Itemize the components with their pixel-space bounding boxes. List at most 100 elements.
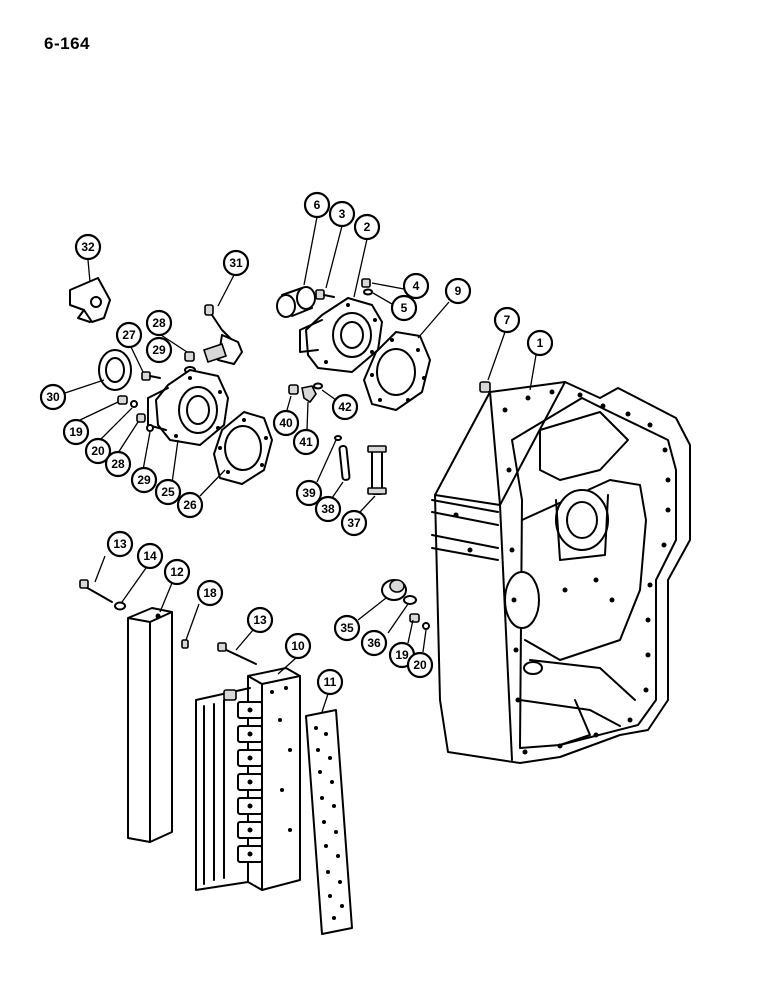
bracket-32 bbox=[69, 277, 111, 323]
plug-28 bbox=[184, 351, 195, 362]
callout-35: 35 bbox=[333, 614, 361, 642]
housing-2 bbox=[299, 297, 383, 373]
bolt-27 bbox=[141, 371, 161, 381]
callout-label-28: 28 bbox=[152, 316, 166, 330]
callout-label-10: 10 bbox=[291, 639, 305, 653]
callout-5: 5 bbox=[390, 294, 418, 322]
elbow-41 bbox=[301, 385, 317, 404]
callout-29b: 29 bbox=[130, 466, 158, 494]
callout-label-38: 38 bbox=[321, 502, 335, 516]
callout-13b: 13 bbox=[246, 606, 274, 634]
callout-26: 26 bbox=[176, 491, 204, 519]
plug-28b bbox=[136, 413, 146, 423]
plug-7 bbox=[479, 381, 491, 393]
callout-29: 29 bbox=[145, 336, 173, 364]
callout-label-19b: 19 bbox=[395, 648, 409, 662]
callout-14: 14 bbox=[136, 542, 164, 570]
pin-39 bbox=[334, 435, 342, 441]
gasket-26 bbox=[213, 411, 273, 485]
callout-36: 36 bbox=[360, 629, 388, 657]
bolt-13a bbox=[79, 579, 113, 603]
callout-39: 39 bbox=[295, 479, 323, 507]
callout-11: 11 bbox=[316, 668, 344, 696]
callout-label-35: 35 bbox=[340, 621, 354, 635]
callout-28: 28 bbox=[145, 309, 173, 337]
callout-label-20b: 20 bbox=[413, 658, 427, 672]
link-38 bbox=[338, 444, 351, 481]
fitting-19 bbox=[117, 395, 128, 405]
callout-label-30: 30 bbox=[46, 390, 60, 404]
callout-12: 12 bbox=[163, 558, 191, 586]
callout-label-6: 6 bbox=[314, 198, 321, 212]
callout-label-19: 19 bbox=[69, 425, 83, 439]
callout-label-31: 31 bbox=[229, 256, 243, 270]
callout-7: 7 bbox=[493, 306, 521, 334]
cap-35 bbox=[381, 579, 407, 601]
callout-label-39: 39 bbox=[302, 486, 316, 500]
callout-label-18: 18 bbox=[203, 586, 217, 600]
washer-20b bbox=[422, 622, 430, 630]
callout-10: 10 bbox=[284, 632, 312, 660]
callout-20: 20 bbox=[84, 437, 112, 465]
callout-label-20: 20 bbox=[91, 444, 105, 458]
callouts: 32 31 6 3 2 4 5 9 7 1 27 28 29 30 19 20 … bbox=[39, 191, 554, 696]
bolt-13b bbox=[217, 642, 257, 665]
callout-label-36: 36 bbox=[367, 636, 381, 650]
callout-label-11: 11 bbox=[324, 675, 337, 689]
callout-9: 9 bbox=[444, 277, 472, 305]
callout-label-28b: 28 bbox=[111, 457, 125, 471]
fitting-40 bbox=[288, 384, 299, 395]
washer-20 bbox=[130, 400, 138, 408]
washer-14 bbox=[114, 601, 126, 611]
callout-13a: 13 bbox=[106, 530, 134, 558]
gasket-9 bbox=[363, 331, 431, 411]
callout-label-3: 3 bbox=[339, 207, 346, 221]
callout-label-1: 1 bbox=[537, 336, 544, 350]
o-ring-29b bbox=[146, 424, 154, 432]
callout-label-14: 14 bbox=[143, 549, 157, 563]
callout-25: 25 bbox=[154, 478, 182, 506]
callout-label-41: 41 bbox=[299, 435, 313, 449]
sensor-31 bbox=[202, 304, 243, 365]
callout-label-40: 40 bbox=[279, 416, 293, 430]
callout-18: 18 bbox=[196, 579, 224, 607]
housing-25 bbox=[147, 369, 229, 446]
screw-4 bbox=[361, 278, 371, 288]
callout-label-12: 12 bbox=[170, 565, 184, 579]
callout-27: 27 bbox=[115, 321, 143, 349]
callout-label-13a: 13 bbox=[113, 537, 127, 551]
callout-4: 4 bbox=[402, 272, 430, 300]
callout-label-7: 7 bbox=[504, 313, 511, 327]
callout-2: 2 bbox=[353, 213, 381, 241]
callout-label-29: 29 bbox=[152, 343, 166, 357]
bushing-6 bbox=[276, 286, 316, 318]
callout-19: 19 bbox=[62, 418, 90, 446]
callout-label-32: 32 bbox=[81, 240, 95, 254]
sight-gauge-37 bbox=[367, 445, 387, 495]
seal-30 bbox=[98, 349, 132, 391]
callout-38: 38 bbox=[314, 495, 342, 523]
callout-label-25: 25 bbox=[161, 485, 175, 499]
callout-label-42: 42 bbox=[338, 400, 352, 414]
callout-37: 37 bbox=[340, 509, 368, 537]
o-ring-36 bbox=[403, 595, 417, 605]
callout-30: 30 bbox=[39, 383, 67, 411]
fitting-19b bbox=[409, 613, 420, 623]
callout-label-9: 9 bbox=[455, 284, 462, 298]
callout-label-4: 4 bbox=[413, 279, 420, 293]
callout-6: 6 bbox=[303, 191, 331, 219]
page-number: 6-164 bbox=[44, 34, 90, 53]
callout-label-29b: 29 bbox=[137, 473, 151, 487]
callout-3: 3 bbox=[328, 200, 356, 228]
callout-label-27: 27 bbox=[122, 328, 136, 342]
callout-42: 42 bbox=[331, 393, 359, 421]
callout-41: 41 bbox=[292, 428, 320, 456]
washer-5 bbox=[363, 288, 373, 296]
callout-40: 40 bbox=[272, 409, 300, 437]
bolt-3 bbox=[315, 289, 335, 300]
washer-42 bbox=[313, 382, 323, 390]
transmission-housing bbox=[431, 381, 691, 764]
valve-block-10 bbox=[195, 667, 301, 891]
callout-label-37: 37 bbox=[347, 516, 361, 530]
